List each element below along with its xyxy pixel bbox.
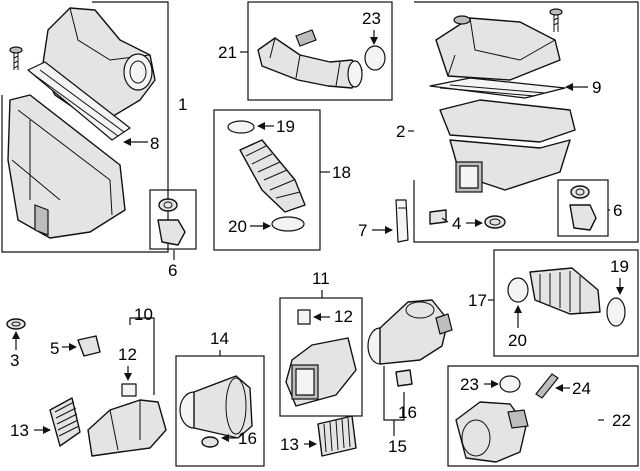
- group-22-sensor: 23 24 22: [447, 365, 639, 467]
- group-21-intake-duct: 21 23: [218, 1, 393, 101]
- upper-cover: [435, 17, 561, 81]
- group-2-box: [413, 1, 639, 243]
- callout-6-right: 6: [613, 201, 622, 220]
- callout-4: 4: [452, 214, 461, 233]
- callout-18: 18: [332, 163, 351, 182]
- group-6-mount-left: 6: [149, 189, 197, 280]
- group-11-box: [279, 297, 363, 417]
- callout-20-center: 20: [228, 217, 247, 236]
- callout-19-center: 19: [276, 117, 295, 136]
- clamp-20: [271, 216, 305, 232]
- group-17-hose: 19 20 17: [468, 249, 639, 357]
- group-17-box: [493, 249, 639, 357]
- group-6-mount-right: 6: [557, 179, 622, 237]
- callout-5: 5: [50, 339, 59, 358]
- callout-19-right: 19: [610, 257, 629, 276]
- screw-icon-right: [549, 8, 563, 32]
- clamp-23-bottom: [499, 375, 521, 393]
- callout-22: 22: [612, 411, 631, 430]
- sensor-housing-22: [455, 401, 527, 463]
- callout-16-left: 16: [238, 429, 257, 448]
- callout-7: 7: [358, 221, 367, 240]
- grommet-16-left: [201, 436, 219, 448]
- group-10-intake: 10 12 13: [10, 305, 167, 457]
- group-18-bellows: 19 20 18: [213, 109, 351, 251]
- callout-2: 2: [396, 122, 405, 141]
- callout-12-left: 12: [118, 345, 137, 364]
- group-22-box: [447, 365, 639, 467]
- group-6-left-box: [149, 189, 197, 250]
- intake-duct-10: [87, 399, 167, 457]
- mount-bracket: [157, 219, 186, 246]
- callout-20-right: 20: [508, 331, 527, 350]
- group-15-throttle-tube: 15 16: [367, 299, 453, 456]
- seal-12-left: [121, 383, 137, 397]
- grille-13: [49, 397, 81, 447]
- clip-5: [77, 335, 101, 357]
- callout-11: 11: [312, 269, 330, 288]
- clamp-23-top: [364, 45, 386, 71]
- filter-element-8: [27, 61, 131, 141]
- callout-15: 15: [388, 437, 407, 456]
- sensor-24: [535, 373, 559, 399]
- callout-13-left: 13: [10, 421, 29, 440]
- callout-14: 14: [210, 329, 229, 348]
- tube-15: [379, 299, 449, 365]
- group-6-right-box: [557, 179, 609, 237]
- group-2-air-cleaner-upper: 9 2 4: [396, 1, 639, 243]
- clip-7: [395, 199, 409, 243]
- callout-13-center: 13: [280, 435, 299, 454]
- callout-23-bottom: 23: [460, 375, 479, 394]
- screw-icon: [9, 46, 23, 70]
- grommet-3: [6, 318, 26, 330]
- callout-8: 8: [150, 134, 159, 153]
- lid-outlet: [123, 53, 153, 91]
- group-1-box: [1, 1, 169, 253]
- seal-12-right: [297, 309, 311, 325]
- group-14-mass-airflow: 14 16: [175, 329, 265, 467]
- group-21-box: [247, 1, 393, 101]
- grommet-4: [429, 209, 447, 225]
- callout-6-left: 6: [168, 261, 177, 280]
- callout-16-right: 16: [398, 403, 417, 422]
- group-1-air-cleaner-lower: 1 8: [1, 1, 187, 253]
- hose-17: [529, 267, 601, 315]
- filter-element-9: [429, 77, 566, 99]
- callout-21: 21: [218, 43, 237, 62]
- upper-housing: [439, 99, 576, 143]
- callout-3: 3: [10, 351, 19, 370]
- callout-12-right: 12: [334, 307, 353, 326]
- part-7-clip: 7: [358, 199, 409, 243]
- callout-1: 1: [178, 95, 187, 114]
- group-11-duct: 11 12 13: [279, 269, 363, 457]
- callout-24: 24: [572, 379, 591, 398]
- airflow-housing-14: [193, 375, 253, 439]
- clamp-19: [227, 120, 255, 134]
- callout-23-top: 23: [362, 9, 381, 28]
- callout-10: 10: [134, 305, 153, 324]
- callout-17: 17: [468, 291, 487, 310]
- callout-9: 9: [592, 78, 601, 97]
- parts-3-5: 3 5: [6, 318, 101, 370]
- group-18-box: [213, 109, 321, 251]
- grommet: [158, 198, 178, 212]
- grommet-16-right: [395, 369, 413, 387]
- air-cleaner-lower-box: [7, 94, 126, 239]
